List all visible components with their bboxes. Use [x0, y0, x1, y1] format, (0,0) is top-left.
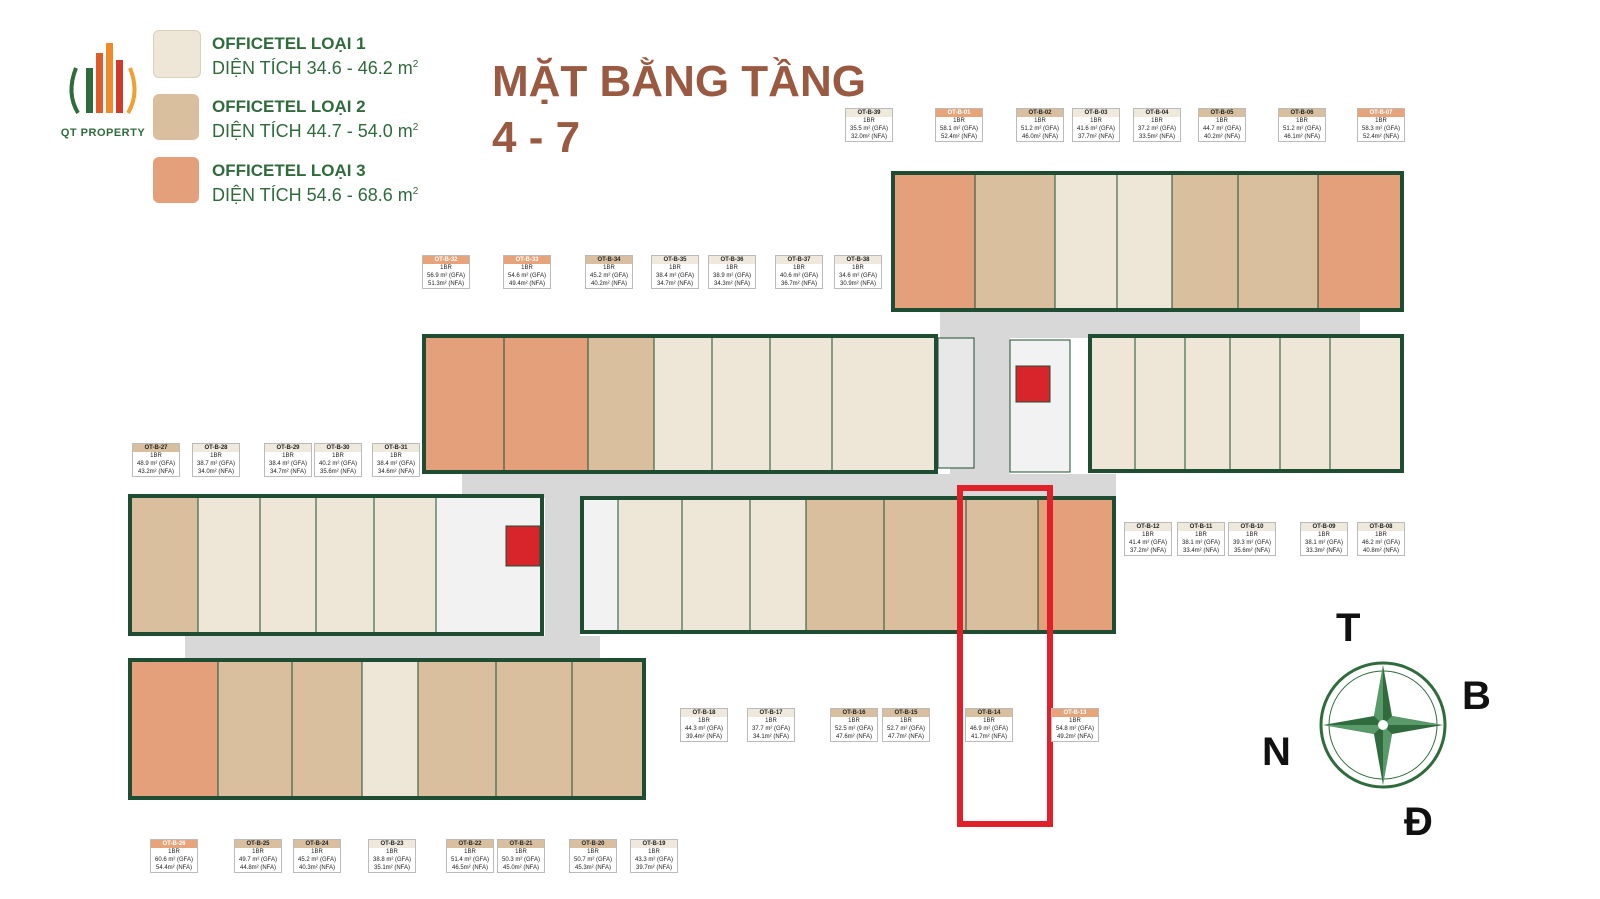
legend-title-type2: OFFICETEL LOẠI 2 [212, 97, 366, 116]
building-logo-icon [69, 43, 137, 115]
qt-property-logo: QT PROPERTY [58, 38, 148, 139]
legend-swatch-type3 [153, 157, 199, 203]
compass-rose-icon [1319, 661, 1447, 789]
legend-area-type2: DIỆN TÍCH 44.7 - 54.0 m2 [212, 121, 419, 141]
block-middle-top [422, 334, 938, 474]
block-middle-bottom [580, 496, 1116, 634]
compass-north-label: T [1336, 606, 1361, 650]
highlight-box [957, 485, 1053, 827]
legend-swatch-type2 [153, 94, 199, 140]
legend-swatch-type1 [153, 30, 201, 78]
legend-title-type3: OFFICETEL LOẠI 3 [212, 161, 366, 180]
legend-area-type3: DIỆN TÍCH 54.6 - 68.6 m2 [212, 185, 419, 205]
compass-east-label: B [1462, 674, 1491, 718]
compass-west-label: N [1262, 730, 1291, 774]
title-line-1: MẶT BẰNG TẦNG [492, 57, 866, 106]
legend-title-type1: OFFICETEL LOẠI 1 [212, 34, 366, 53]
title-line-2: 4 - 7 [492, 113, 581, 162]
legend-area-type1: DIỆN TÍCH 34.6 - 46.2 m2 [212, 58, 419, 78]
logo-name: QT PROPERTY [60, 127, 146, 139]
block-left [128, 494, 646, 800]
compass-south-label: Đ [1404, 800, 1433, 844]
block-top-right [891, 171, 1404, 473]
page-title: MẶT BẰNG TẦNG 4 - 7 [492, 54, 866, 166]
